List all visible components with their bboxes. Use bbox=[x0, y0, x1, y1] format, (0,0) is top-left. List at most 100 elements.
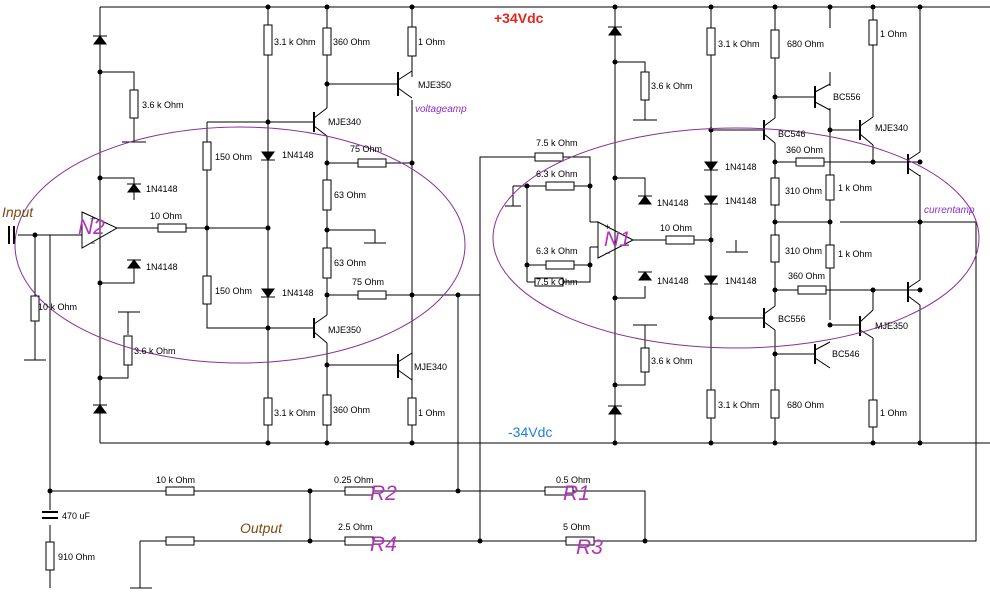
label-1n4148-g: 1N4148 bbox=[725, 162, 757, 172]
resistor-63-top bbox=[322, 179, 332, 211]
label-310-bottom: 310 Ohm bbox=[785, 246, 822, 256]
resistor-1-top-right bbox=[868, 19, 878, 46]
label-63-top: 63 Ohm bbox=[334, 190, 366, 200]
diode-icon bbox=[638, 195, 652, 205]
label-negative-rail: -34Vdc bbox=[508, 424, 552, 440]
resistor-r3 bbox=[565, 536, 595, 546]
label-680-top: 680 Ohm bbox=[787, 39, 824, 49]
transistor-output-upper-icon bbox=[907, 151, 921, 177]
n1-plus-sign: + bbox=[605, 222, 610, 232]
designator-r3: R3 bbox=[576, 536, 603, 559]
label-1n4148-c: 1N4148 bbox=[282, 150, 314, 160]
resistor-75-bottom bbox=[357, 290, 387, 300]
stage-outline-voltageamp bbox=[14, 126, 466, 364]
designator-r4: R4 bbox=[370, 533, 397, 556]
diode-icon bbox=[704, 275, 718, 285]
n1-minus-sign: − bbox=[605, 248, 610, 258]
op-amps: + − + − bbox=[81, 211, 635, 259]
resistor-3k1-top-left bbox=[263, 24, 273, 56]
transistor-mje350-top-icon bbox=[397, 70, 413, 99]
resistor-10k-feedback bbox=[165, 486, 195, 496]
capacitor-input-icon bbox=[8, 226, 15, 244]
resistor-310-top bbox=[770, 177, 780, 206]
diode-icon bbox=[608, 26, 622, 36]
opamp-n1-icon bbox=[597, 221, 635, 259]
n2-plus-sign: + bbox=[90, 214, 95, 224]
label-10-ohm-n2: 10 Ohm bbox=[150, 211, 182, 221]
resistor-360-lower-right bbox=[797, 285, 827, 295]
label-bc546-upper: BC546 bbox=[778, 129, 806, 139]
label-3k1-bottom-right: 3.1 k Ohm bbox=[718, 400, 760, 410]
resistor-input bbox=[30, 295, 40, 322]
designator-n2: N2 bbox=[78, 216, 105, 239]
designators: N2 N1 R2 R1 R4 R3 bbox=[78, 216, 631, 559]
label-6k3-top: 6.3 k Ohm bbox=[536, 169, 578, 179]
resistor-3k1-bottom-left bbox=[263, 397, 273, 426]
resistor-360-upper-right bbox=[795, 157, 825, 167]
resistor-1-bottom-right bbox=[868, 399, 878, 428]
resistors bbox=[30, 19, 878, 571]
label-1-bottom-right: 1 Ohm bbox=[880, 408, 907, 418]
diode-icon bbox=[704, 161, 718, 171]
label-r3-value: 5 Ohm bbox=[563, 522, 590, 532]
resistor-1-bottom-left bbox=[407, 397, 417, 426]
resistor-r2 bbox=[344, 486, 374, 496]
resistor-1k-bottom bbox=[825, 244, 835, 269]
designator-n1: N1 bbox=[604, 228, 631, 251]
label-voltageamp: voltageamp bbox=[415, 104, 467, 115]
transistor-mje340-left-icon bbox=[313, 107, 328, 137]
label-1n4148-a: 1N4148 bbox=[146, 184, 178, 194]
label-680-bottom: 680 Ohm bbox=[787, 400, 824, 410]
label-6k3-bottom: 6.3 k Ohm bbox=[536, 246, 578, 256]
diode-icon bbox=[608, 405, 622, 415]
label-3k6-top-left: 3.6 k Ohm bbox=[142, 100, 184, 110]
diode-icon bbox=[704, 195, 718, 205]
resistor-1-top-left bbox=[407, 26, 417, 57]
diode-icon bbox=[638, 271, 652, 281]
resistor-3k1-top-right bbox=[706, 27, 716, 56]
resistor-310-bottom bbox=[770, 234, 780, 263]
label-360-upper-right: 360 Ohm bbox=[786, 145, 823, 155]
diodes bbox=[93, 26, 718, 415]
resistor-3k1-bottom-right bbox=[706, 389, 716, 419]
diode-icon bbox=[93, 35, 107, 45]
label-360-lower-right: 360 Ohm bbox=[788, 271, 825, 281]
label-150-top: 150 Ohm bbox=[215, 152, 252, 162]
transistor-bc556-lower-icon bbox=[763, 305, 776, 331]
label-7k5-bottom: 7.5 k Ohm bbox=[536, 277, 578, 287]
label-r2-value: 0.25 Ohm bbox=[334, 475, 374, 485]
capacitors bbox=[8, 226, 58, 519]
label-75-bottom: 75 Ohm bbox=[352, 277, 384, 287]
resistor-360-top-left bbox=[322, 27, 332, 56]
label-mje350-left: MJE350 bbox=[328, 325, 361, 335]
label-7k5-top: 7.5 k Ohm bbox=[536, 138, 578, 148]
label-3k6-top-right: 3.6 k Ohm bbox=[651, 81, 693, 91]
transistors bbox=[313, 70, 921, 381]
resistor-680-top bbox=[770, 29, 780, 59]
resistor-360-bottom-left bbox=[322, 394, 332, 426]
resistor-r-bias-top-left bbox=[129, 89, 139, 119]
transistor-bc556-upper-icon bbox=[814, 83, 831, 111]
transistor-bc546-upper-icon bbox=[763, 117, 776, 144]
transistor-mje340-bottom-icon bbox=[397, 352, 413, 381]
designator-r1: R1 bbox=[563, 482, 590, 505]
label-1-top-right: 1 Ohm bbox=[880, 29, 907, 39]
label-150-bottom: 150 Ohm bbox=[215, 286, 252, 296]
resistor-output-load bbox=[165, 536, 195, 546]
label-910: 910 Ohm bbox=[58, 552, 95, 562]
label-currentamp: currentamp bbox=[924, 205, 975, 216]
label-positive-rail: +34Vdc bbox=[494, 10, 544, 26]
label-mje350-top: MJE350 bbox=[418, 80, 451, 90]
label-bc546-lower: BC546 bbox=[832, 349, 860, 359]
resistor-150-bottom bbox=[202, 275, 212, 305]
label-mje340-right: MJE340 bbox=[875, 123, 908, 133]
label-3k1-bottom-left: 3.1 k Ohm bbox=[274, 408, 316, 418]
label-3k6-bottom-left: 3.6 k Ohm bbox=[134, 346, 176, 356]
label-1k-bottom: 1 k Ohm bbox=[838, 249, 872, 259]
label-75-top: 75 Ohm bbox=[350, 144, 382, 154]
label-1n4148-d: 1N4148 bbox=[282, 288, 314, 298]
label-1n4148-h: 1N4148 bbox=[725, 196, 757, 206]
transistor-mje350-right-icon bbox=[859, 309, 874, 339]
